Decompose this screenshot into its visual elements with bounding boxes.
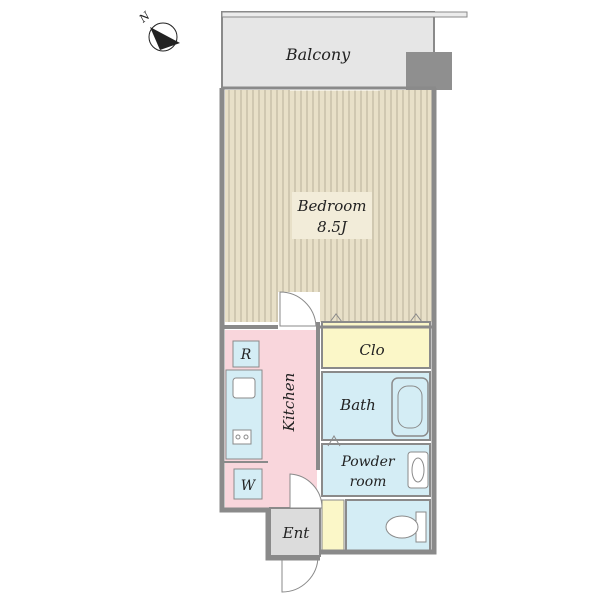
powder-room-label-2: room xyxy=(350,474,387,490)
shoe-closet xyxy=(321,499,345,553)
powder-room-label-1: Powder xyxy=(340,454,396,470)
kitchen-door xyxy=(289,473,323,509)
bathtub-icon xyxy=(391,377,429,437)
closet-area xyxy=(321,321,431,369)
refrigerator-space xyxy=(232,340,260,368)
toilet xyxy=(345,499,431,553)
sink-icon xyxy=(232,377,256,399)
powder-room: Powder room xyxy=(321,443,431,497)
north-arrow-needle xyxy=(150,27,180,50)
compass-label: N xyxy=(136,9,153,26)
washbasin-icon xyxy=(407,451,429,489)
closet: Clo xyxy=(321,313,431,369)
washer-label: W xyxy=(241,478,257,494)
bedroom-label-box xyxy=(292,192,372,239)
bedroom: Bedroom 8.5J xyxy=(225,87,433,322)
balcony: Balcony xyxy=(221,11,468,90)
balcony-rail xyxy=(221,11,468,18)
bedroom-door xyxy=(278,291,320,327)
entrance-label: Ent xyxy=(282,524,311,542)
stove-icon xyxy=(232,429,252,445)
bedroom-label: Bedroom xyxy=(297,197,367,215)
balcony-column xyxy=(406,52,452,90)
walls xyxy=(219,86,437,561)
closet-label: Clo xyxy=(359,341,384,359)
toilet-icon xyxy=(385,515,419,539)
balcony-area xyxy=(221,11,435,89)
entrance: Ent xyxy=(269,507,321,593)
entrance-door xyxy=(281,555,319,593)
kitchen: R Kitchen W xyxy=(225,330,317,508)
washer-space xyxy=(233,468,263,500)
kitchen-label: Kitchen xyxy=(280,373,298,433)
bath-door xyxy=(327,435,341,447)
refrigerator-label: R xyxy=(240,347,252,363)
compass: N xyxy=(136,9,180,52)
bedroom-size: 8.5J xyxy=(317,218,348,236)
bath-label: Bath xyxy=(339,396,376,414)
bath: Bath xyxy=(321,371,431,441)
balcony-label: Balcony xyxy=(285,45,351,64)
